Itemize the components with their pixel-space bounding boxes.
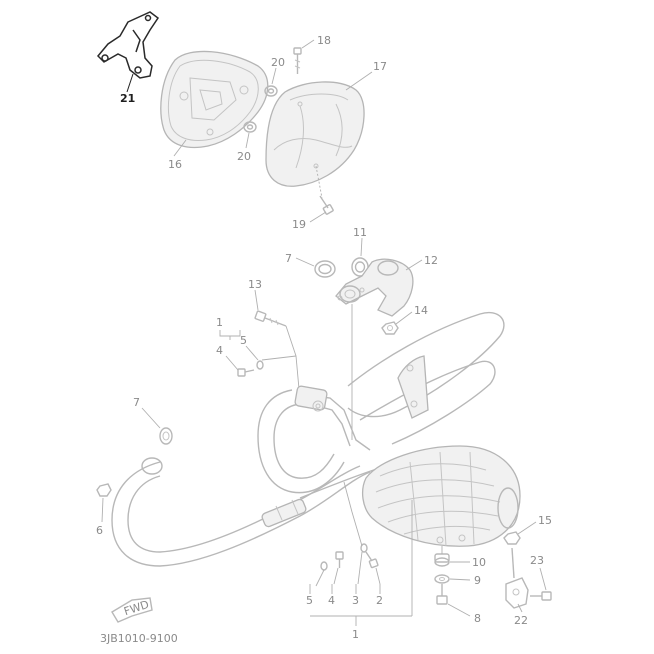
label-4-upper: 4 (216, 344, 223, 357)
leader-2 (375, 567, 381, 594)
leader-13 (254, 289, 259, 311)
part-8-bolt (436, 584, 448, 605)
leader-11 (360, 237, 363, 257)
leader-23 (539, 567, 547, 591)
part-16-cover-plate (160, 50, 269, 149)
leader-5-upper (245, 345, 259, 361)
leader-20-upper (271, 67, 277, 85)
label-1-upper: 1 (216, 316, 223, 329)
leader-5-lower (309, 569, 325, 594)
part-17-side-cover (265, 81, 365, 187)
part-19-bolt (319, 195, 334, 215)
label-22: 22 (514, 614, 528, 627)
part-23-bolt (530, 591, 552, 601)
label-18: 18 (317, 34, 331, 47)
leader-7-upper (295, 257, 315, 267)
leader-17 (345, 71, 373, 91)
label-10: 10 (472, 556, 486, 569)
leader-8 (447, 603, 471, 617)
part-21-bracket (96, 11, 160, 79)
label-2: 2 (376, 594, 383, 607)
label-4-lower: 4 (328, 594, 335, 607)
label-13: 13 (248, 278, 262, 291)
label-5-upper: 5 (240, 334, 247, 347)
part-22-bracket (505, 547, 529, 609)
part-5-washer-lower (320, 561, 328, 571)
exhaust-header-loop (257, 385, 371, 494)
part-4-bolt-lower (335, 551, 344, 568)
leader-14 (395, 311, 413, 325)
leader-6 (101, 497, 104, 523)
part-7-gasket-upper (314, 260, 336, 278)
part-5-washer-upper (256, 360, 264, 370)
label-19: 19 (292, 218, 306, 231)
leader-7-lower (141, 407, 161, 429)
label-20-lower: 20 (237, 150, 251, 163)
leader-22 (517, 603, 523, 613)
part-18-screw (293, 47, 302, 74)
leader-9 (449, 578, 471, 581)
leader-3 (355, 551, 363, 594)
fwd-arrow-icon (111, 597, 153, 623)
label-7-upper: 7 (285, 252, 292, 265)
leader-bracket-1-lower (310, 500, 413, 626)
muffler-body (347, 311, 505, 445)
label-9: 9 (474, 574, 481, 587)
leader-20-lower (245, 132, 250, 149)
part-13-bolt (254, 310, 287, 327)
part-15-grommet (503, 531, 521, 545)
leader-21 (126, 73, 134, 93)
leader-15 (517, 521, 537, 535)
part-9-washer (434, 574, 450, 584)
label-21: 21 (120, 92, 135, 105)
leader-bracket-1-upper (219, 330, 241, 340)
label-14: 14 (414, 304, 428, 317)
label-17: 17 (373, 60, 387, 73)
exhaust-main-pipe (111, 457, 381, 567)
part-12-joint-elbow (335, 258, 414, 317)
label-11: 11 (353, 226, 367, 239)
label-8: 8 (474, 612, 481, 625)
leader-group-1-axis (261, 355, 297, 361)
leader-19 (309, 211, 327, 223)
leader-12 (405, 259, 423, 271)
catalog-code: 3JB1010-9100 (100, 632, 178, 645)
part-2-bolt (365, 551, 379, 569)
label-7-lower: 7 (133, 396, 140, 409)
part-14-nut (381, 321, 399, 335)
leader-16 (173, 139, 187, 157)
part-6-nut (96, 483, 112, 497)
label-12: 12 (424, 254, 438, 267)
leader-4-upper (225, 355, 239, 371)
label-1-lower: 1 (352, 628, 359, 641)
part-20-grommet-lower (243, 121, 257, 133)
part-20-grommet-upper (264, 85, 278, 97)
label-3: 3 (352, 594, 359, 607)
label-15: 15 (538, 514, 552, 527)
label-6: 6 (96, 524, 103, 537)
part-4-bolt-upper (237, 368, 255, 377)
leader-4-lower (331, 567, 339, 594)
label-16: 16 (168, 158, 182, 171)
label-5-lower: 5 (306, 594, 313, 607)
part-10-collar (434, 553, 450, 567)
leader-18 (301, 39, 315, 49)
finned-muffler (361, 445, 521, 547)
part-3-washer (360, 543, 368, 553)
leader-19-axis (315, 165, 323, 199)
part-7-gasket-lower (159, 427, 173, 445)
leader-lower-group-axis (343, 481, 363, 547)
label-23: 23 (530, 554, 544, 567)
label-20-upper: 20 (271, 56, 285, 69)
